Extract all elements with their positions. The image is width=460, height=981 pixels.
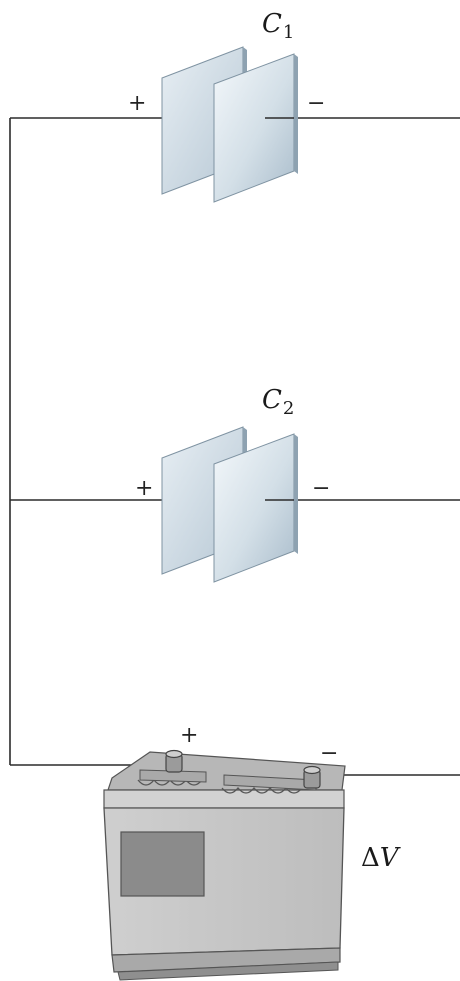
capacitor-c1: + − C1	[128, 9, 325, 203]
capacitor-c2: + − C2	[135, 385, 330, 583]
battery-positive-terminal	[165, 749, 183, 773]
battery-label-panel	[120, 831, 205, 897]
battery-voltage-label: ΔV	[361, 843, 401, 873]
c1-positive-sign: +	[128, 91, 146, 116]
c2-positive-sign: +	[135, 476, 153, 501]
battery: + − ΔV	[103, 723, 401, 981]
battery-negative-terminal	[303, 765, 321, 789]
battery-negative-sign: −	[320, 741, 338, 766]
c2-label: C2	[262, 385, 294, 419]
c1-label: C1	[262, 9, 294, 43]
c1-negative-sign: −	[307, 91, 325, 116]
battery-positive-sign: +	[180, 723, 198, 748]
c2-negative-sign: −	[312, 476, 330, 501]
